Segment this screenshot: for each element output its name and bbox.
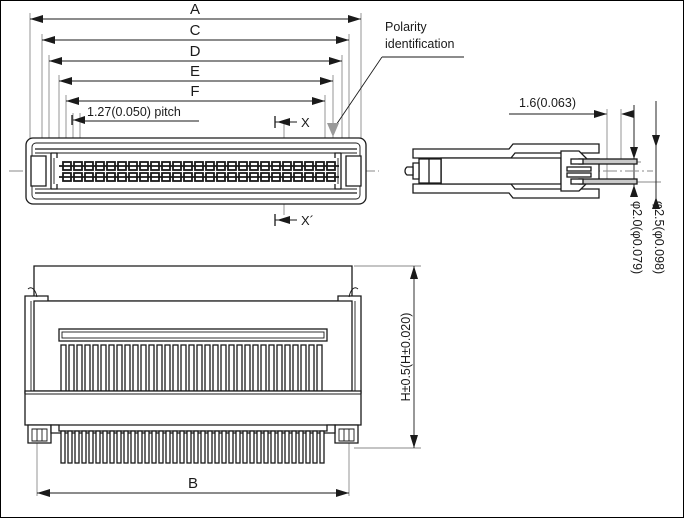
dimension-b-label: B	[188, 475, 198, 492]
front-view-pins	[60, 430, 325, 464]
section-marker-x: X	[274, 115, 310, 130]
dimension-e: E	[59, 63, 333, 85]
dimension-c-label: C	[190, 22, 201, 39]
top-plan-view: A C D E	[9, 1, 464, 228]
pitch-dimension: 1.27(0.050) pitch	[71, 105, 199, 125]
side-elevation-view: 1.6(0.063) φ2.0(φ0.079) φ2.5(φ0.098)	[404, 96, 666, 274]
section-x-prime-label: X´	[301, 213, 314, 228]
mounting-feet	[27, 424, 359, 444]
contact-array	[59, 161, 339, 182]
polarity-label-line1: Polarity	[385, 20, 427, 34]
top-view-connector-body	[9, 137, 379, 205]
dimension-a: A	[30, 1, 361, 23]
dimension-e-label: E	[190, 63, 200, 80]
side-width-label: 1.6(0.063)	[519, 96, 576, 110]
dimension-b: B	[36, 431, 350, 497]
dimension-side-width: 1.6(0.063)	[509, 96, 634, 118]
front-view-connector-body	[24, 265, 362, 464]
front-view-fins	[60, 344, 323, 392]
front-elevation-view: H±0.5(H±0.020) B	[24, 265, 421, 497]
dimension-f: F	[66, 83, 325, 105]
dimension-f-label: F	[190, 83, 199, 100]
section-marker-x-prime: X´	[274, 213, 314, 228]
side-view-connector-body	[404, 143, 653, 199]
dimension-d: D	[49, 43, 342, 65]
polarity-identification-note: Polarity identification	[327, 20, 464, 137]
dimension-c: C	[42, 22, 349, 44]
dimension-height: H±0.5(H±0.020)	[354, 265, 421, 449]
polarity-label-line2: identification	[385, 37, 455, 51]
dimension-hole-small: φ2.0(φ0.079)	[630, 105, 644, 274]
pitch-label: 1.27(0.050) pitch	[87, 105, 181, 119]
height-label: H±0.5(H±0.020)	[399, 313, 413, 402]
section-x-label: X	[301, 115, 310, 130]
dimension-hole-large: φ2.5(φ0.098)	[652, 101, 666, 274]
dimension-a-label: A	[190, 1, 200, 18]
hole-small-label: φ2.0(φ0.079)	[630, 201, 644, 274]
hole-large-label: φ2.5(φ0.098)	[652, 201, 666, 274]
side-view-pins	[566, 158, 638, 185]
dimension-d-label: D	[190, 43, 201, 60]
